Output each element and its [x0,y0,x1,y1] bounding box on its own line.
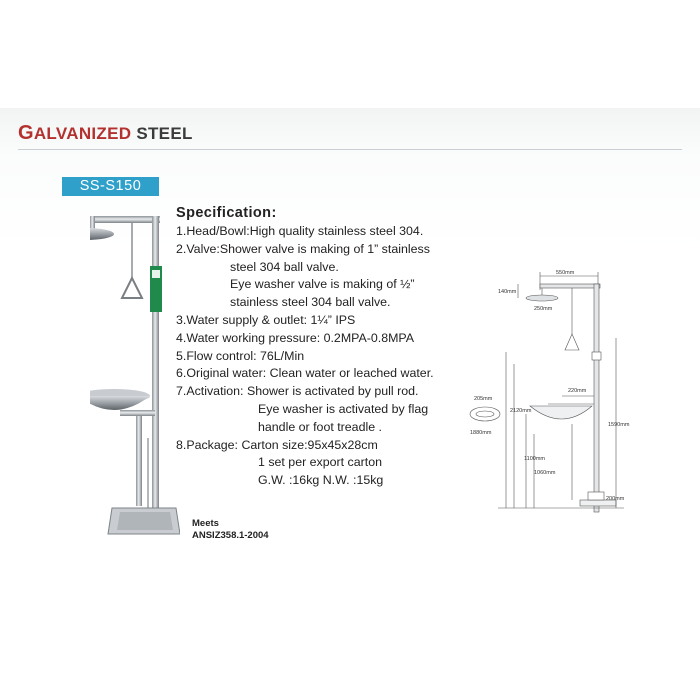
spec-line: 6.Original water: Clean water or leached… [176,366,434,381]
dim-head-diameter: 250mm [534,306,553,312]
dim-head-height: 140mm [498,289,517,295]
certification-note: Meets ANSIZ358.1-2004 [192,518,269,542]
standard-code: ANSIZ358.1-2004 [192,530,269,541]
spec-line: 1 set per export carton [258,455,382,470]
spec-line: steel 304 ball valve. [230,259,339,274]
spec-line: 3.Water supply & outlet: 1¼” IPS [176,312,356,327]
spec-line: Eye washer valve is making of ½” [230,277,415,292]
specification-block: Specification: 1.Head/Bowl:High quality … [176,203,434,490]
title-steel: STEEL [136,124,193,143]
spec-heading: Specification: [176,205,277,221]
title-divider [18,149,682,150]
title-galvanized: GALVANIZED [18,122,132,144]
spec-line: 7.Activation: Shower is activated by pul… [176,384,419,399]
spec-line: stainless steel 304 ball valve. [230,295,391,310]
meets-label: Meets [192,518,219,529]
spec-line: handle or foot treadle . [258,419,382,434]
spec-line: 8.Package: Carton size:95x45x28cm [176,437,378,452]
spec-line: 2.Valve:Shower valve is making of 1” sta… [176,241,430,256]
page-title: GALVANIZED STEEL [18,122,193,145]
spec-line: G.W. :16kg N.W. :15kg [258,473,384,488]
spec-line: Eye washer is activated by flag [258,401,429,416]
product-image [90,216,180,535]
spec-line: 1.Head/Bowl:High quality stainless steel… [176,224,424,238]
model-badge: SS-S150 [62,177,159,196]
dim-top-width: 550mm [556,270,575,276]
dim-total-height: 2120mm [510,408,532,414]
spec-line: 4.Water working pressure: 0.2MPA-0.8MPA [176,330,415,345]
dim-pull-height: 1590mm [608,422,630,428]
dim-treadle-height: 1060mm [534,470,556,476]
dim-bowl-diameter: 205mm [474,396,493,402]
dimension-drawing: 550mm 140mm 250mm 205mm 220mm 2120mm 188… [469,270,630,513]
dim-head-clearance: 1880mm [470,430,492,436]
dim-base-width: 200mm [606,496,625,502]
dim-bowl-height: 1100mm [524,456,545,462]
spec-line: 5.Flow control: 76L/Min [176,348,305,363]
dim-bowl-arm: 220mm [568,388,587,394]
